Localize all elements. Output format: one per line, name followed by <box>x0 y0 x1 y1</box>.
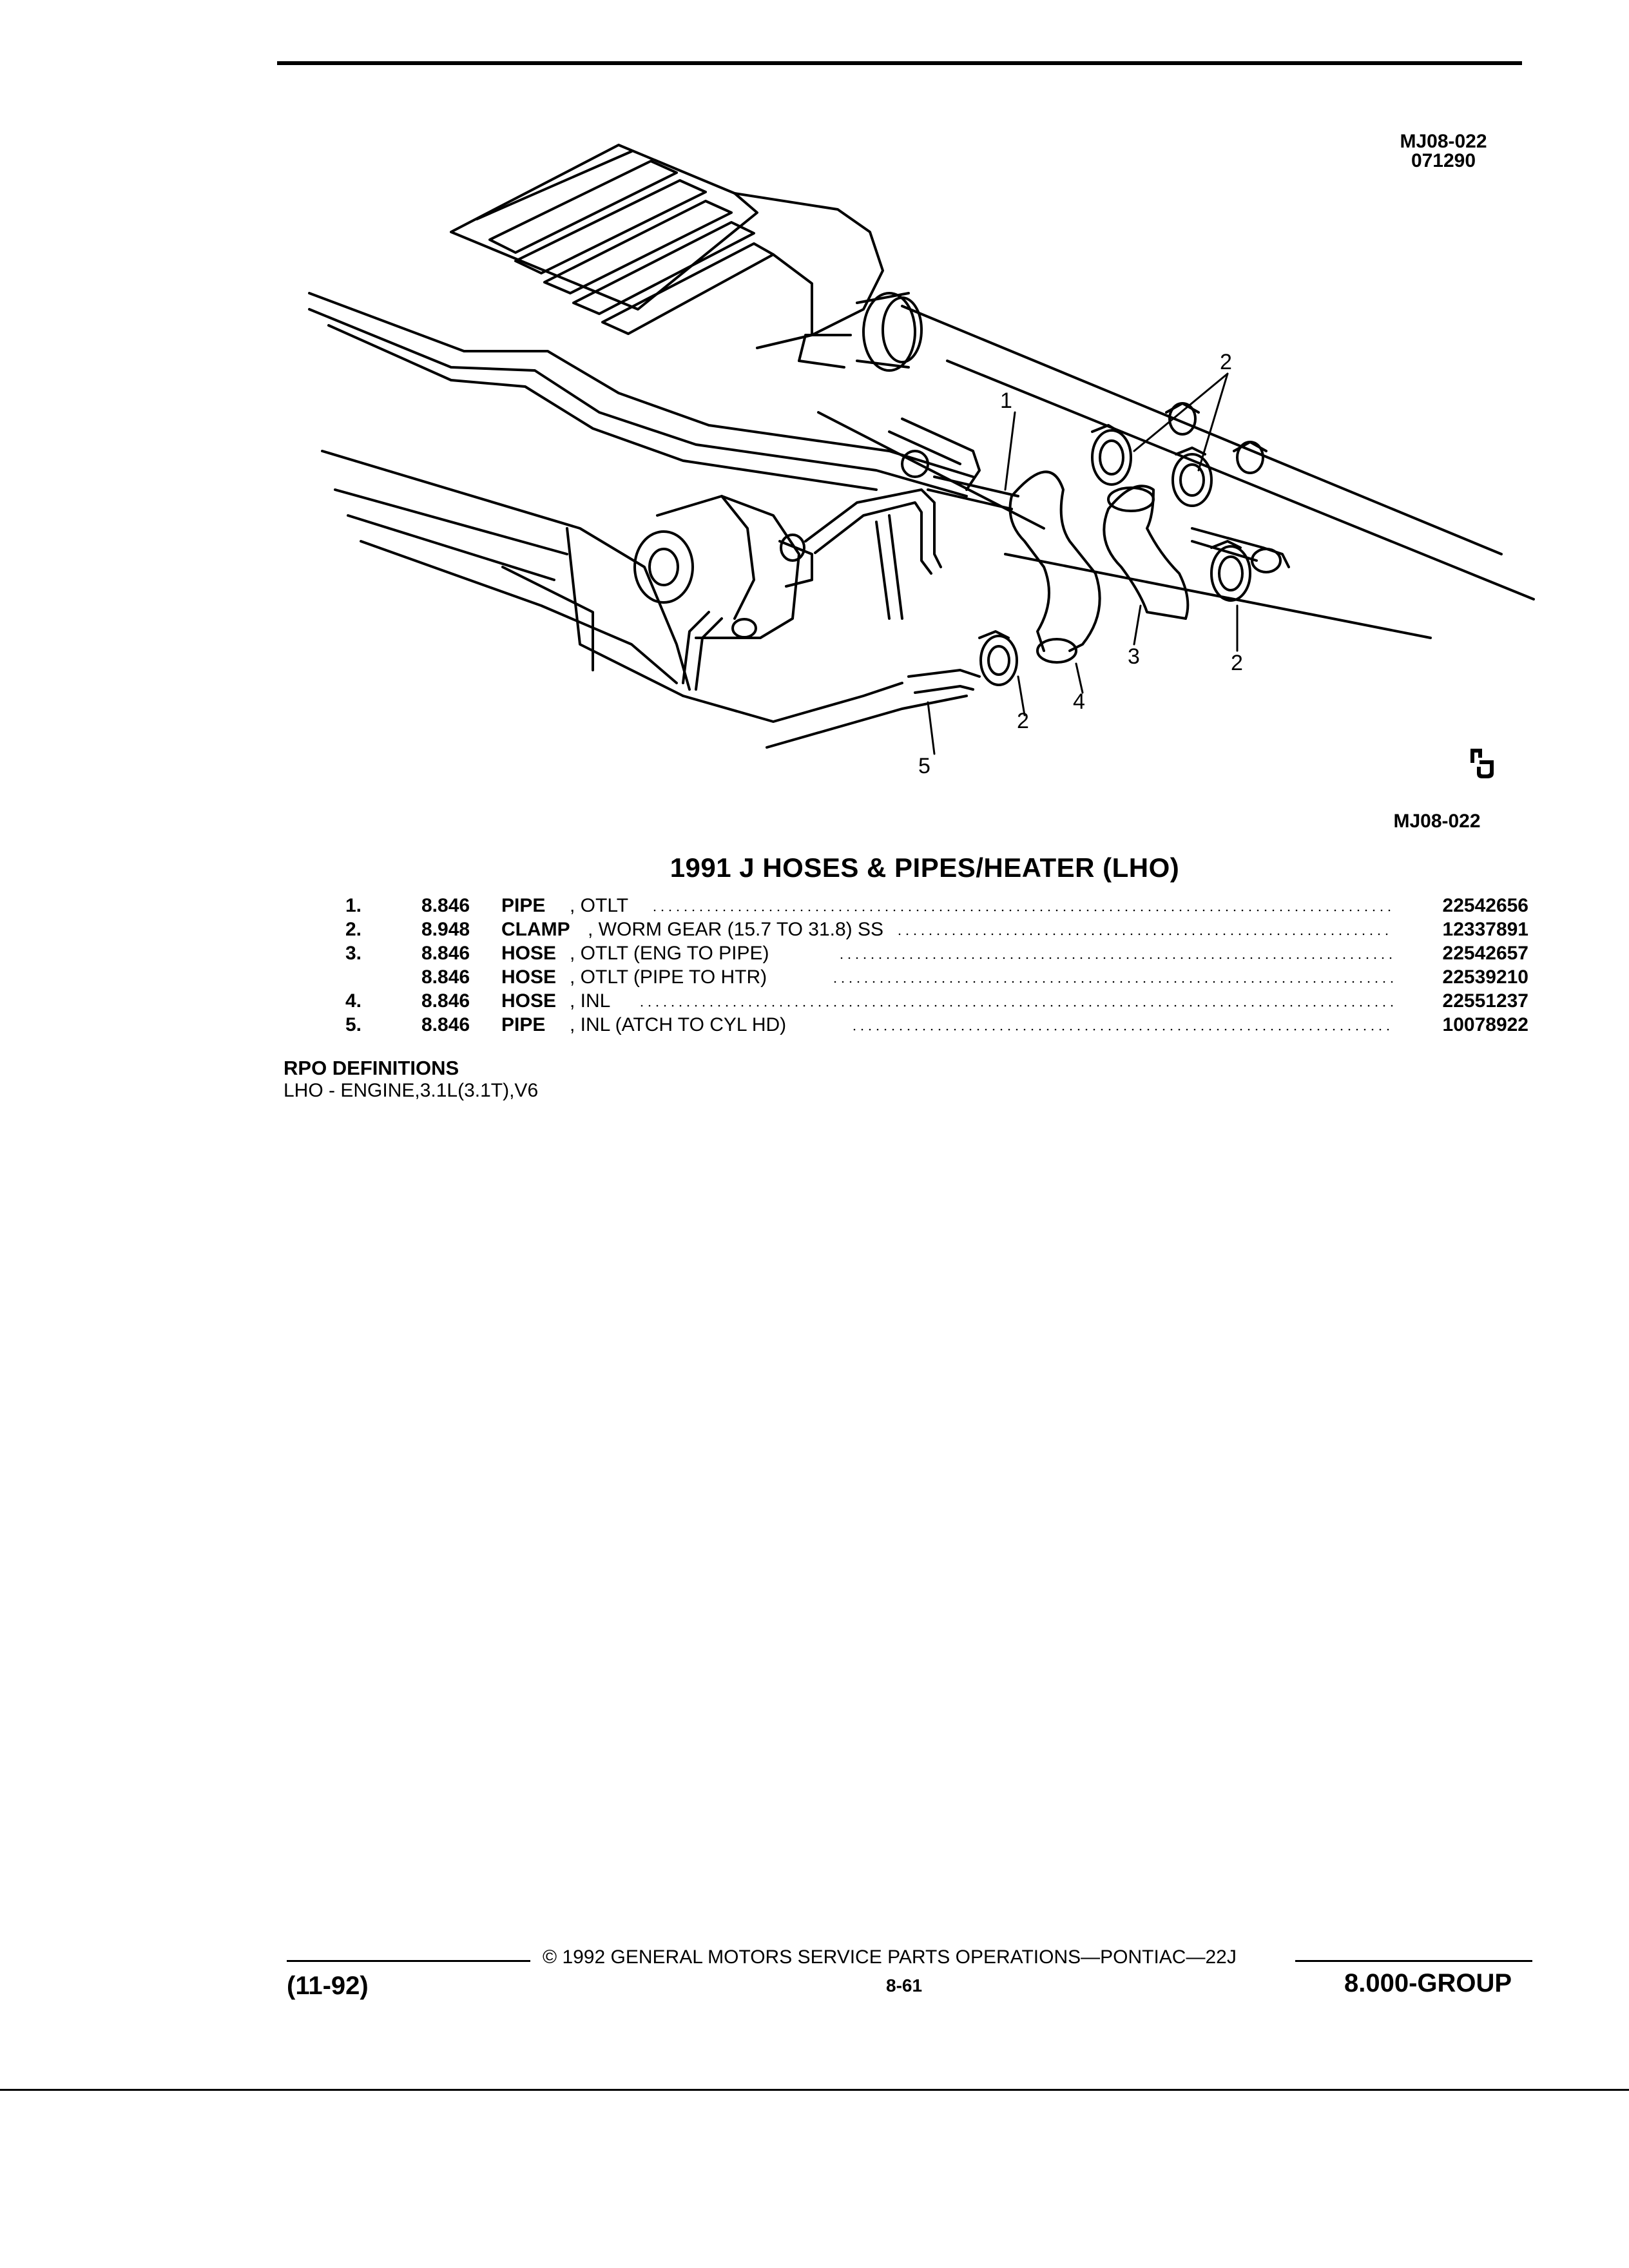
hose-inlet <box>1008 470 1101 664</box>
part-number: 22542656 <box>1442 895 1528 916</box>
thermostat-housing <box>633 495 813 691</box>
part-description: , OTLT <box>570 895 629 916</box>
part-number: 12337891 <box>1442 919 1528 940</box>
part-number: 22542657 <box>1442 943 1528 964</box>
parts-list: 1. 8.846 PIPE , OTLT 22542656 2. 8.948 C… <box>335 894 1528 1037</box>
clamp-c <box>1210 540 1251 602</box>
part-name: HOSE <box>501 990 557 1012</box>
rpo-definitions: RPO DEFINITIONS LHO - ENGINE,3.1L(3.1T),… <box>284 1057 538 1102</box>
engine-block <box>321 450 968 749</box>
drawing-code-header: MJ08-022 071290 <box>1373 132 1514 171</box>
item-number: 4. <box>345 990 362 1012</box>
group-number: 8.846 <box>421 1014 470 1035</box>
item-number: 3. <box>345 943 362 964</box>
group-number: 8.846 <box>421 966 470 988</box>
part-name: PIPE <box>501 1014 546 1035</box>
bottom-rule <box>0 2089 1629 2091</box>
clamps <box>978 424 1251 686</box>
group-number: 8.846 <box>421 943 470 964</box>
dot-leader <box>638 1004 1393 1007</box>
callout-2-top: 2 <box>1220 350 1232 374</box>
group-number: 8.846 <box>421 990 470 1012</box>
item-number: 2. <box>345 919 362 940</box>
hose-outlet <box>1103 485 1190 620</box>
top-rule <box>277 61 1522 65</box>
dot-leader <box>896 933 1393 936</box>
parts-row: 2. 8.948 CLAMP , WORM GEAR (15.7 TO 31.8… <box>335 918 1528 941</box>
group-number: 8.846 <box>421 895 470 916</box>
gm-logo-icon <box>1470 749 1494 778</box>
body-lines <box>308 292 1535 639</box>
footer-rule-right <box>1295 1960 1532 1962</box>
parts-row: 8.846 HOSE , OTLT (PIPE TO HTR) 22539210 <box>335 965 1528 989</box>
rpo-line: LHO - ENGINE,3.1L(3.1T),V6 <box>284 1080 539 1101</box>
part-name: CLAMP <box>501 919 570 940</box>
callout-2-bottom: 2 <box>1017 709 1029 733</box>
callout-3: 3 <box>1128 644 1140 669</box>
part-number: 10078922 <box>1442 1014 1528 1035</box>
leader-lines <box>927 372 1239 755</box>
parts-row: 1. 8.846 PIPE , OTLT 22542656 <box>335 894 1528 918</box>
section-title: 1991 J HOSES & PIPES/HEATER (LHO) <box>670 852 1180 883</box>
dot-leader <box>651 909 1393 912</box>
egr-valve <box>798 292 923 372</box>
pipe-inlet <box>907 669 981 694</box>
part-name: HOSE <box>501 943 557 964</box>
drawing-date: 071290 <box>1411 150 1476 171</box>
part-description: , OTLT (PIPE TO HTR) <box>570 966 767 988</box>
part-number: 22539210 <box>1442 966 1528 988</box>
item-number: 1. <box>345 895 362 916</box>
parts-row: 3. 8.846 HOSE , OTLT (ENG TO PIPE) 22542… <box>335 941 1528 965</box>
callout-1: 1 <box>1000 389 1012 413</box>
part-name: PIPE <box>501 895 546 916</box>
callout-4: 4 <box>1073 689 1085 714</box>
callout-5: 5 <box>918 754 930 778</box>
footer-rule-left <box>287 1960 530 1962</box>
footer-revision: (11-92) <box>287 1972 369 2000</box>
parts-row: 4. 8.846 HOSE , INL 22551237 <box>335 989 1528 1013</box>
part-description: , INL (ATCH TO CYL HD) <box>570 1014 787 1035</box>
part-name: HOSE <box>501 966 557 988</box>
clamp-b <box>1171 447 1213 507</box>
clamp-a <box>1091 424 1132 486</box>
fittings <box>1165 402 1268 474</box>
part-number: 22551237 <box>1442 990 1528 1012</box>
drawing-code: MJ08-022 <box>1400 131 1487 152</box>
dot-leader <box>851 1028 1393 1031</box>
footer-group: 8.000-GROUP <box>1344 1969 1512 1997</box>
intake-plenum <box>450 144 884 349</box>
part-description: , WORM GEAR (15.7 TO 31.8) SS <box>588 919 884 940</box>
item-number: 5. <box>345 1014 362 1035</box>
engine-hose-illustration: 1 2 2 2 2 3 4 5 <box>308 144 1535 778</box>
footer-copyright: © 1992 GENERAL MOTORS SERVICE PARTS OPER… <box>543 1946 1237 1968</box>
footer-page-number: 8-61 <box>886 1975 923 1995</box>
parts-row: 5. 8.846 PIPE , INL (ATCH TO CYL HD) 100… <box>335 1013 1528 1037</box>
rpo-heading: RPO DEFINITIONS <box>284 1057 459 1079</box>
part-description: , INL <box>570 990 611 1012</box>
dot-leader <box>831 981 1393 983</box>
part-description: , OTLT (ENG TO PIPE) <box>570 943 769 964</box>
pipe-outlet <box>804 418 1019 620</box>
dot-leader <box>838 957 1393 959</box>
figure-caption-code: MJ08-022 <box>1393 811 1481 832</box>
callout-2-right: 2 <box>1231 651 1243 675</box>
clamp-d <box>978 630 1018 686</box>
group-number: 8.948 <box>421 919 470 940</box>
